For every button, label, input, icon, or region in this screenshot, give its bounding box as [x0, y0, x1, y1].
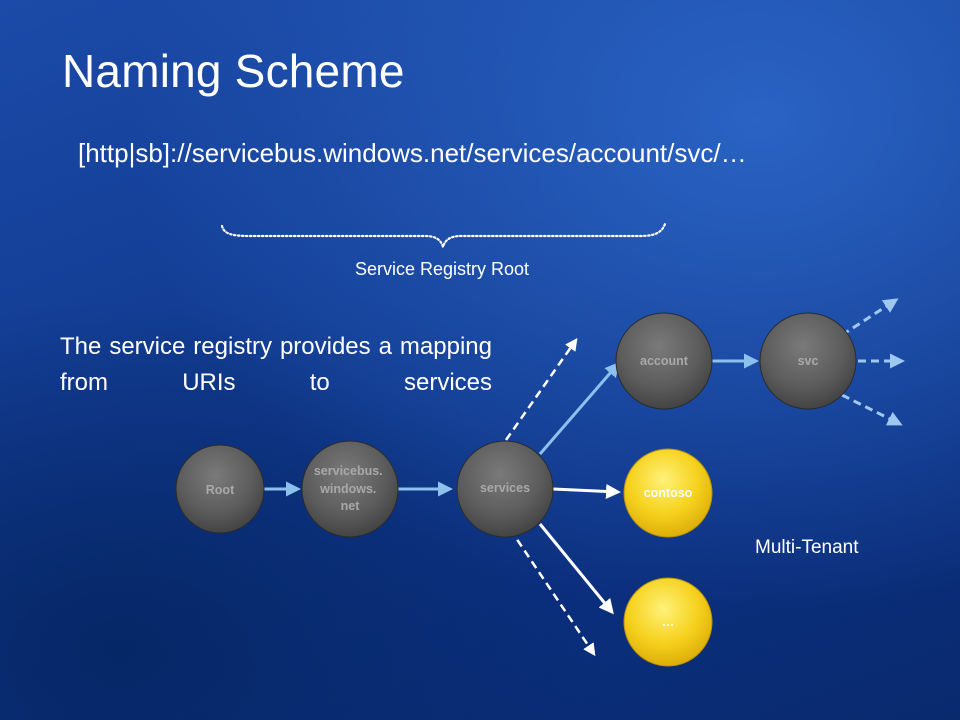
node-services-label: services: [480, 481, 530, 495]
node-account: account: [615, 312, 713, 410]
dashed-edge-svc-upright: [841, 298, 899, 337]
node-account-label: account: [640, 354, 689, 368]
description-text: The service registry provides a mapping …: [60, 333, 492, 396]
edge-services-account: [538, 361, 620, 455]
node-servicebus-label: servicebus. windows. net: [314, 464, 386, 513]
node-svc-label: svc: [798, 354, 819, 368]
node-contoso-label: contoso: [644, 486, 693, 500]
node-ellipsis: …: [623, 577, 713, 667]
node-services: services: [456, 440, 554, 538]
node-svc: svc: [759, 312, 857, 410]
node-root-label: Root: [206, 483, 235, 497]
dashed-edge-svc-downright: [841, 393, 903, 426]
edge-services-contoso: [552, 483, 621, 499]
dashed-edge-services-down: [508, 528, 596, 657]
edge-services-ellipsis: [538, 523, 614, 615]
service-registry-root-label: Service Registry Root: [355, 259, 530, 279]
registry-root-brace: [220, 222, 667, 251]
node-root: Root: [175, 444, 265, 534]
node-servicebus: servicebus. windows. net: [301, 440, 399, 538]
node-ellipsis-label: …: [662, 615, 675, 629]
node-contoso: contoso: [623, 448, 713, 538]
multi-tenant-label: Multi-Tenant: [755, 537, 859, 558]
url-pattern: [http|sb]://servicebus.windows.net/servi…: [78, 138, 747, 168]
slide-title: Naming Scheme: [62, 45, 405, 97]
dashed-edge-services-up: [504, 337, 578, 441]
